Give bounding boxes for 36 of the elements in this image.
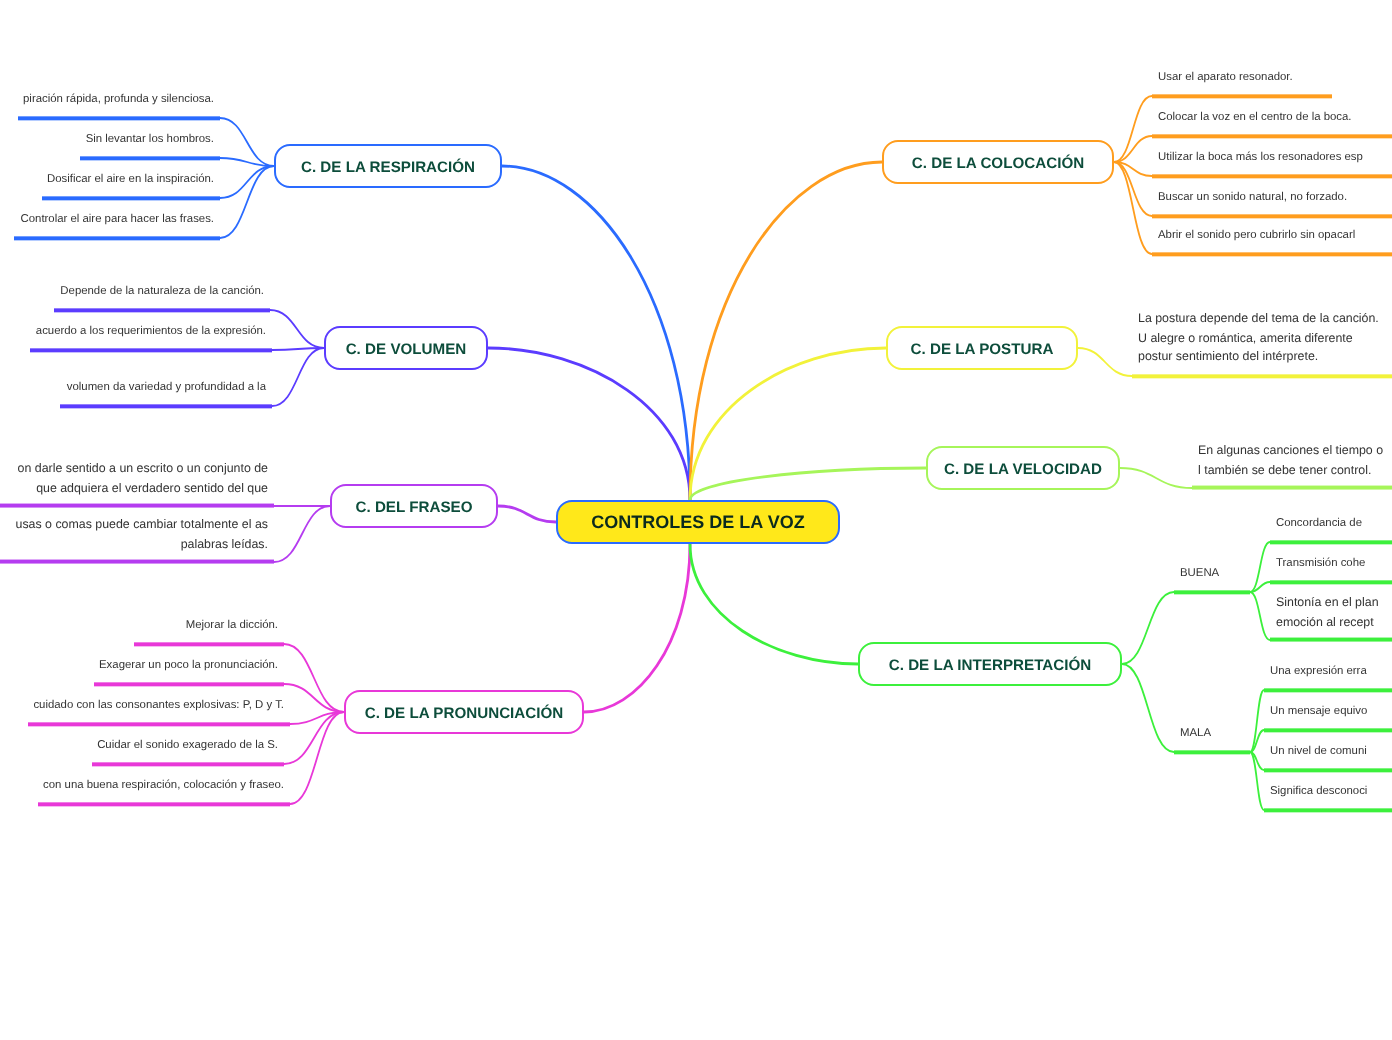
connector-line	[1249, 541, 1271, 593]
connector-line	[271, 347, 325, 351]
connector-line	[487, 346, 692, 501]
connector-line	[283, 643, 345, 713]
connector-line	[1121, 663, 1175, 753]
connector-line	[1249, 751, 1265, 811]
connector-line	[1249, 729, 1265, 753]
central-topic: CONTROLES DE LA VOZ	[556, 500, 840, 544]
connector-line	[688, 466, 926, 501]
connector-line	[271, 347, 325, 407]
connector-line	[1249, 689, 1265, 753]
connector-line	[1121, 591, 1175, 665]
connector-line	[497, 504, 557, 524]
connector-line	[1119, 467, 1193, 489]
connector-line	[1113, 161, 1153, 255]
connector-line	[273, 505, 331, 507]
connector-line	[219, 165, 275, 239]
connector-line	[219, 165, 275, 199]
connector-line	[1113, 161, 1153, 217]
connector-line	[289, 711, 345, 725]
connector-line	[1077, 347, 1133, 377]
connector-line	[1249, 591, 1271, 641]
connector-line	[1113, 135, 1153, 163]
connector-line	[273, 505, 331, 563]
connector-line	[1249, 581, 1271, 593]
connector-line	[1113, 161, 1153, 177]
connector-line	[269, 309, 325, 349]
connector-line	[1113, 95, 1153, 163]
connector-line	[583, 543, 692, 714]
connector-line	[219, 117, 275, 167]
connector-line	[219, 157, 275, 167]
connector-line	[283, 711, 345, 765]
connector-line	[289, 711, 345, 805]
connector-line	[688, 543, 859, 666]
connector-line	[688, 346, 887, 501]
connector-line	[1249, 751, 1265, 771]
